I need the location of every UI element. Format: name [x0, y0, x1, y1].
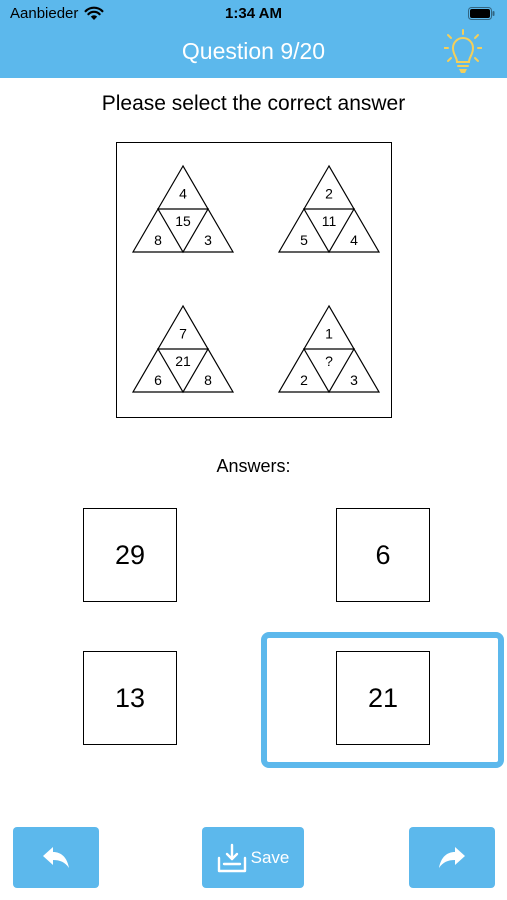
- puzzle-image: 4 15 8 3 2 11 5 4 7 21 6 8 1? 2 3: [116, 142, 392, 418]
- forward-button[interactable]: [409, 827, 495, 888]
- puzzle-number-left: 8: [154, 232, 162, 248]
- header-bar: Aanbieder 1:34 AM Question 9/20: [0, 0, 507, 78]
- carrier-name: Aanbieder: [10, 5, 79, 22]
- save-tray-icon: [217, 843, 246, 872]
- puzzle-number-top: 2: [325, 186, 333, 202]
- puzzle-number-left: 5: [300, 232, 308, 248]
- puzzle-number-right: 3: [204, 232, 212, 248]
- puzzle-triangle-inner: [156, 208, 210, 254]
- puzzle-triangle-inner: [156, 348, 210, 394]
- question-prompt: Please select the correct answer: [101, 92, 406, 115]
- puzzle-number-right: 3: [350, 372, 358, 388]
- puzzle-number-top: 4: [179, 186, 187, 202]
- answer-option-3[interactable]: 13: [83, 651, 177, 745]
- answers-heading: Answers:: [216, 456, 291, 476]
- answer-option-1[interactable]: 29: [83, 508, 177, 602]
- puzzle-number-top: 1: [325, 326, 333, 342]
- puzzle-number-right: 4: [350, 232, 358, 248]
- status-bar: Aanbieder 1:34 AM: [0, 0, 507, 28]
- puzzle-triangle-inner: [302, 208, 356, 254]
- back-button[interactable]: [13, 827, 99, 888]
- puzzle-number-top: 7: [179, 326, 187, 342]
- lightbulb-hint-icon[interactable]: [444, 29, 482, 75]
- answer-option-4[interactable]: 21: [336, 651, 430, 745]
- back-arrow-icon: [43, 846, 69, 868]
- puzzle-number-right: 8: [204, 372, 212, 388]
- puzzle-number-center: 21: [175, 353, 191, 369]
- wifi-icon: [84, 6, 104, 20]
- save-button[interactable]: Save: [202, 827, 304, 888]
- puzzle-number-center: 11: [322, 213, 337, 229]
- answer-option-2[interactable]: 6: [336, 508, 430, 602]
- puzzle-triangles: 4 15 8 3 2 11 5 4 7 21 6 8 1? 2 3: [131, 164, 381, 394]
- forward-arrow-icon: [439, 846, 465, 868]
- puzzle-triangle-inner: [302, 348, 356, 394]
- puzzle-number-left: 6: [154, 372, 162, 388]
- page-title: Question 9/20: [181, 38, 326, 64]
- selected-answer-highlight: [261, 632, 504, 768]
- save-label: Save: [250, 847, 290, 867]
- battery-icon: [468, 7, 495, 20]
- puzzle-number-center: 15: [175, 213, 191, 229]
- puzzle-number-left: 2: [300, 372, 308, 388]
- status-time: 1:34 AM: [225, 5, 282, 22]
- puzzle-number-center: ?: [325, 353, 333, 369]
